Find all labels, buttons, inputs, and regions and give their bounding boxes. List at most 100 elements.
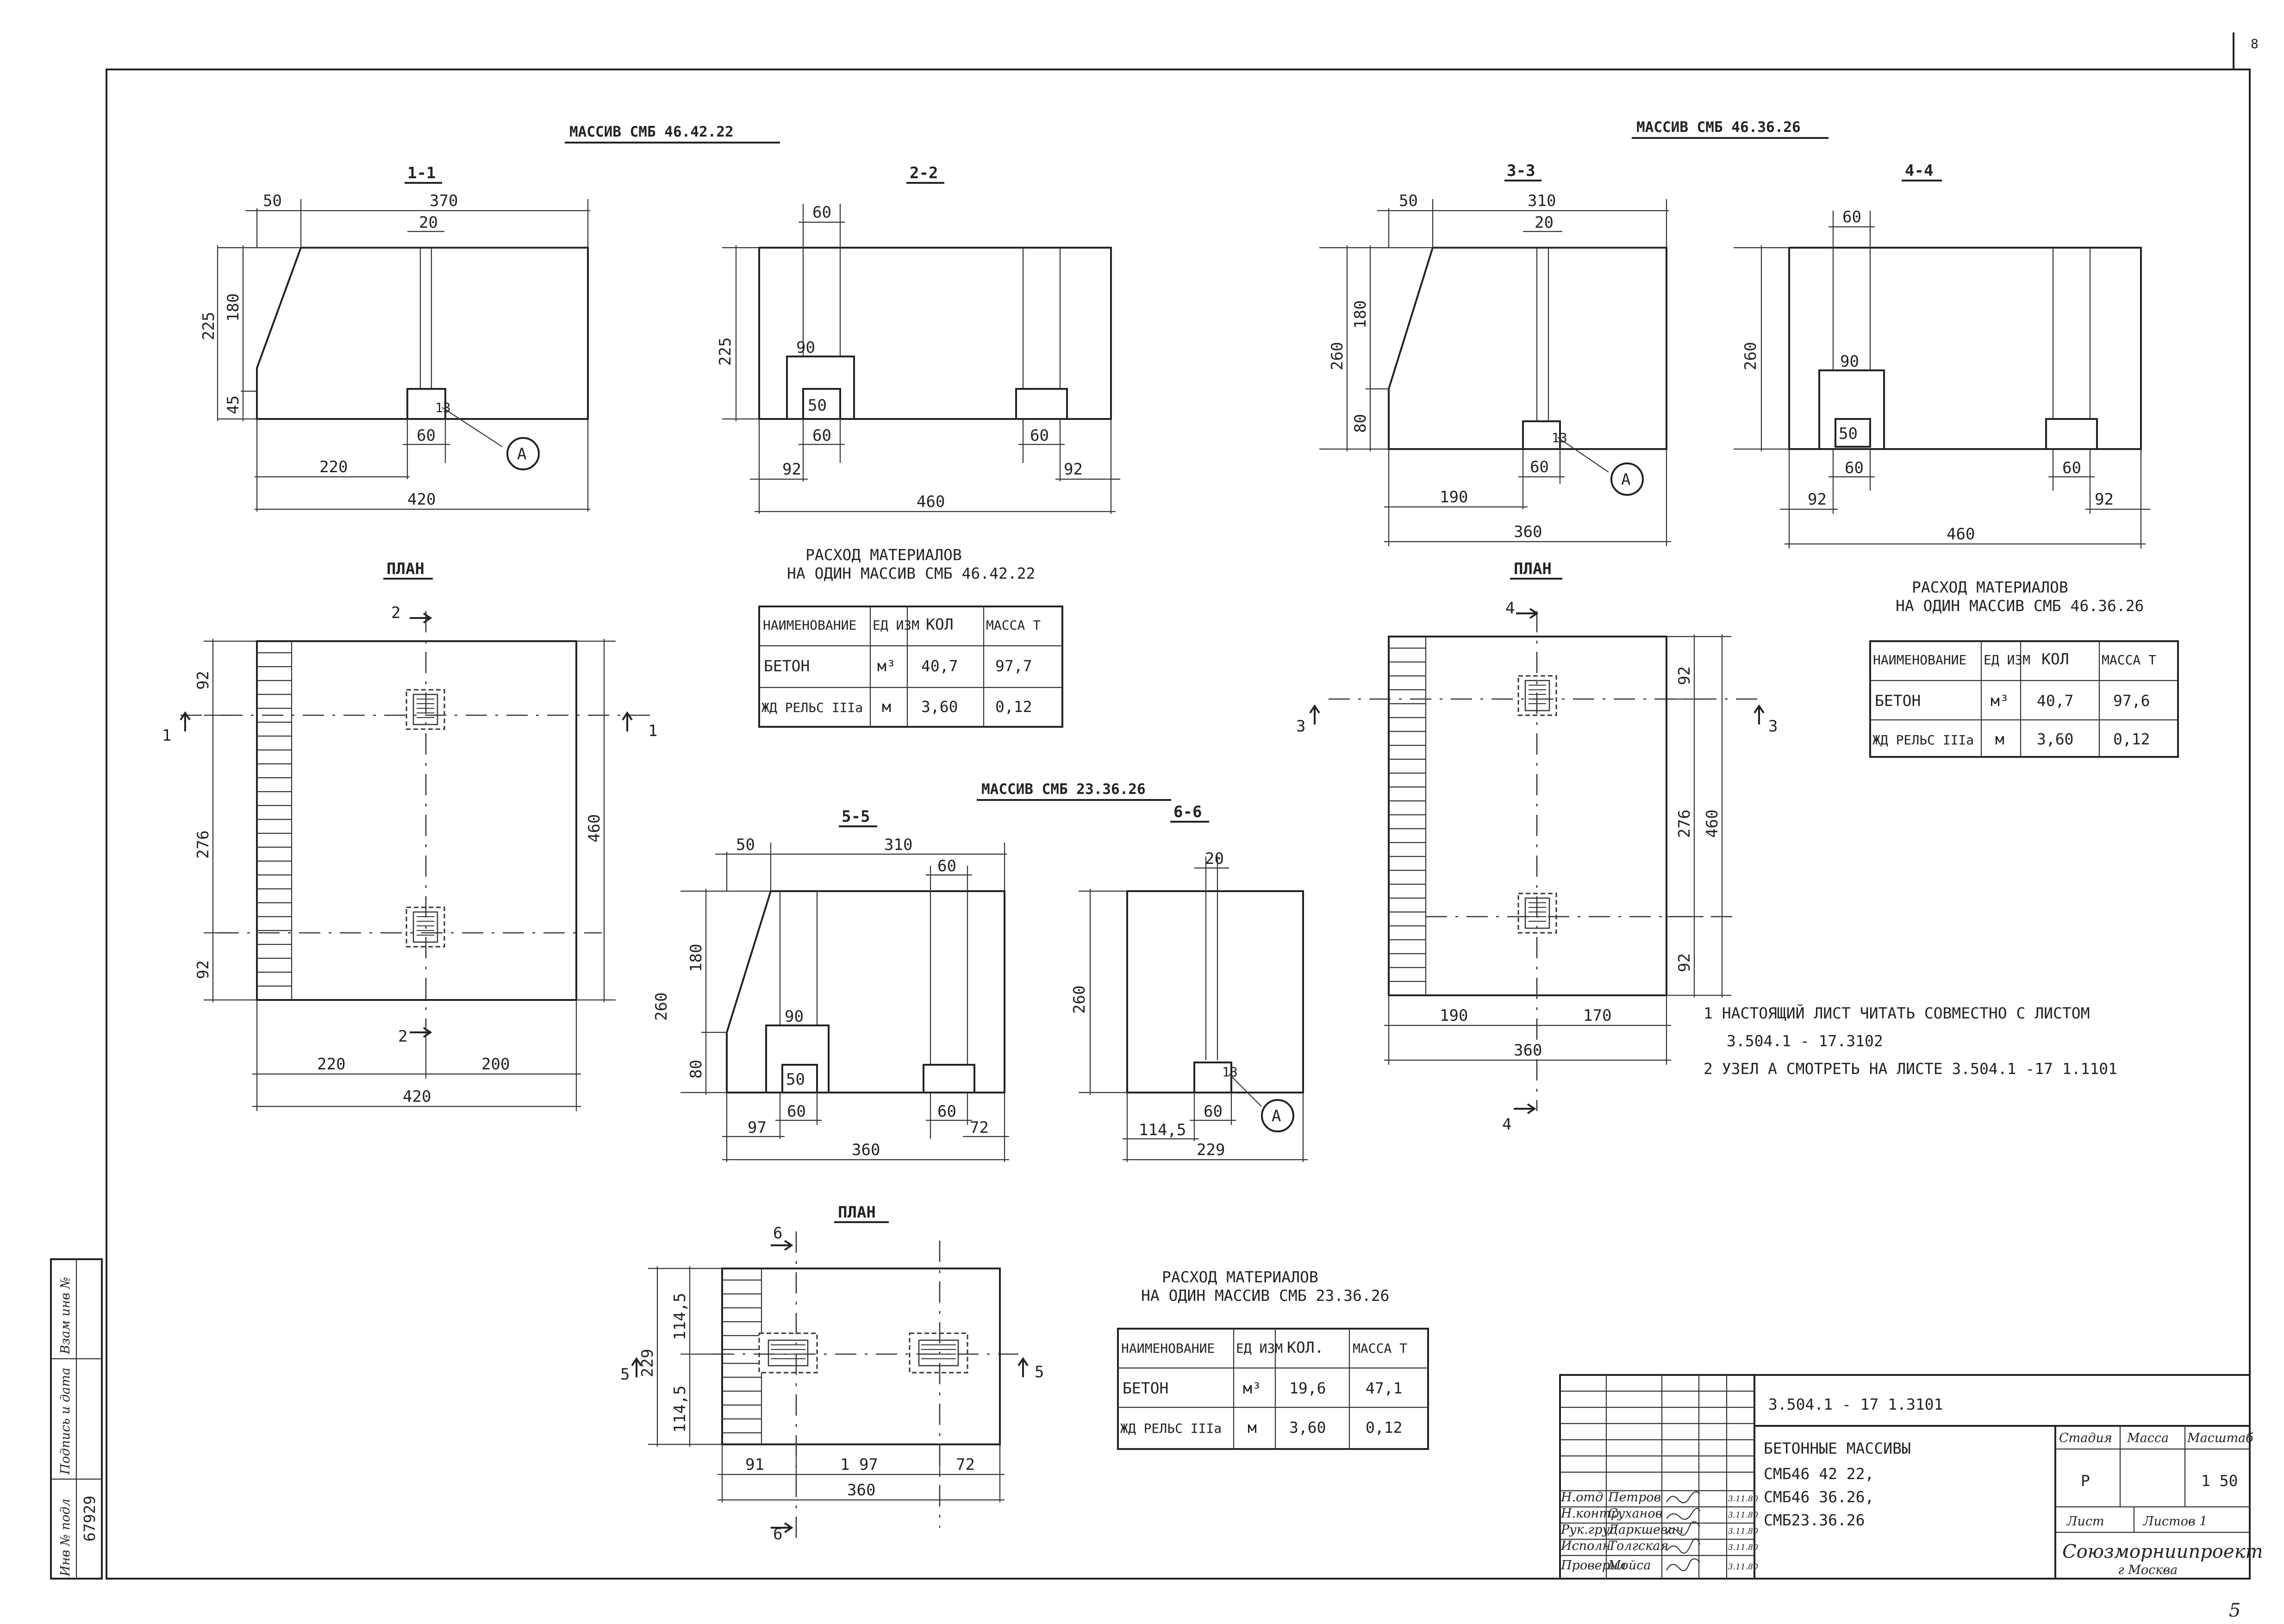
dim-height-upper: 180 [224,294,243,322]
cell: 0,12 [1366,1418,1402,1437]
signer-date: 3.11.80 [1728,1543,1758,1552]
section-body [1388,247,1667,450]
dim-offset-right: 92 [2095,490,2114,509]
col-mass: МАССА Т [986,618,1041,633]
signer-role: Рук.груп [1560,1523,1618,1537]
note-1-ref: 3.504.1 - 17.3102 [1727,1032,1883,1050]
cut-bottom: 4 [1502,1115,1511,1134]
dim-left-top: 92 [194,671,212,690]
materials-table [758,606,1063,728]
dim-bottom-right: 200 [481,1055,510,1074]
dim-offset-left: 92 [1808,490,1827,509]
signer-date: 3.11.80 [1728,1562,1758,1572]
cell: 19,6 [1289,1379,1326,1397]
dim-bottom-left: 91 [745,1455,764,1474]
signature-mark [1666,1558,1700,1571]
stamp-cell-replacement: Взам инв № [58,1277,73,1355]
stamp-cell-inv: Инв № подл [58,1499,73,1577]
cell: 0,12 [2113,730,2150,748]
cut-arrow-bottom [410,1027,432,1038]
dim-top-slot: 60 [937,857,956,875]
cut-arrow-top [1516,608,1539,619]
signature-mark [1666,1521,1700,1536]
plan-hatching [1389,647,1426,982]
dim-bottom-mid: 1 97 [840,1455,878,1474]
dim-left-mid: 276 [194,831,212,859]
cell: БЕТОН [764,657,810,675]
dim-offset-left: 92 [782,460,801,479]
cell: м³ [1991,692,2009,710]
dim-slot: 20 [419,213,438,232]
col-name: НАИМЕНОВАНИЕ [1121,1341,1215,1356]
dim-height-total: 260 [652,993,671,1021]
section-label: 4-4 [1905,162,1933,180]
node-letter: A [517,445,526,463]
section-6-6: 6-6 20 260 13 60 114,5 229 [1070,803,1308,1162]
cell: 47,1 [1366,1379,1402,1397]
leader-line [1557,437,1609,473]
section-1-1: 1-1 50 370 20 225 180 45 [200,164,590,512]
corner-number: 8 [2251,36,2259,51]
rail-pocket-inner [1835,418,1871,448]
signer-name: Даркшевич [1608,1523,1684,1537]
dim-bottom-total: 420 [407,490,436,509]
doc-name-line-4: СМБ23.36.26 [1764,1511,1865,1529]
cut-left: 1 [162,726,171,745]
doc-name-line-2: СМБ46 42 22, [1764,1465,1874,1483]
dim-pocket-inner: 50 [808,396,827,415]
dim-top-slot: 60 [812,203,831,222]
side-stamp: Инв № подл Подпись и дата Взам инв № 679… [50,1258,103,1580]
dim-total: 229 [1197,1141,1225,1159]
dim-slot-left: 60 [1845,459,1864,477]
dim-left-top: 114,5 [671,1293,689,1340]
dim-height: 260 [1070,986,1089,1014]
org-name: Союзморниипроект [2062,1541,2263,1562]
rail-pocket-inner [781,1064,818,1093]
section-body [726,890,1005,1093]
dim-bottom-slot: 60 [1530,458,1549,476]
cut-arrow-right [1017,1357,1029,1377]
dim-offset-right: 72 [970,1118,989,1137]
signer-name: Петров [1608,1490,1661,1505]
col-name: НАИМЕНОВАНИЕ [763,618,856,633]
note-1: 1 НАСТОЯЩИЙ ЛИСТ ЧИТАТЬ СОВМЕСТНО С ЛИСТ… [1704,1004,2090,1022]
plan-outline [256,640,577,1001]
dim-bottom-right: 170 [1583,1006,1611,1025]
col-unit: ЕД ИЗМ [1984,652,2030,668]
signer-date: 3.11.80 [1728,1527,1758,1536]
rail-pocket [1522,420,1561,450]
dim-right-mid: 276 [1675,810,1694,838]
dim-height: 260 [1741,342,1760,370]
cell: ЖД РЕЛЬС IIIа [1120,1421,1222,1436]
dim-bottom-total: 360 [847,1481,875,1499]
cut-left: 3 [1296,717,1305,736]
section-4-4: 4-4 90 50 60 260 [1734,162,2150,549]
materials-heading-1: РАСХОД МАТЕРИАЛОВ [1162,1268,1318,1286]
org-city: г Москва [2118,1563,2178,1577]
dim-top-left: 50 [1399,192,1418,210]
signers: Н.отд Петров 3.11.80 Н.контр Суханов 3.1… [1560,1490,1758,1573]
dim-top: 310 [1528,192,1556,210]
cut-arrow-right [1754,704,1765,725]
cut-bottom: 6 [773,1525,782,1543]
dim-slot-left: 60 [812,426,831,445]
cut-arrow-left [1309,704,1320,725]
cell: ЖД РЕЛЬС IIIа [1872,732,1974,748]
dim-bottom-slot: 60 [1204,1102,1223,1121]
dim-top-slot: 60 [1842,208,1861,226]
cell: 40,7 [2037,692,2073,710]
dim-slot-right: 60 [1030,426,1049,445]
stage-value: Р [2081,1472,2090,1490]
cut-top: 4 [1505,599,1515,618]
node-callout [1610,462,1644,496]
rail-pocket [1015,388,1068,420]
plan-label: ПЛАН [838,1203,876,1222]
materials-heading-2: НА ОДИН МАССИВ СМБ 23.36.26 [1141,1287,1389,1305]
document-code: 3.504.1 - 17 1.3101 [1768,1395,1943,1413]
rail-pocket [923,1064,975,1093]
materials-b: РАСХОД МАТЕРИАЛОВ НА ОДИН МАССИВ СМБ 46.… [1869,578,2179,758]
massif-a: МАССИВ СМБ 46.42.22 1-1 50 370 20 225 18… [162,124,1120,1111]
hdr-mass: Масса [2127,1431,2169,1445]
section-label: 2-2 [910,164,938,182]
cell: 97,7 [995,657,1032,675]
